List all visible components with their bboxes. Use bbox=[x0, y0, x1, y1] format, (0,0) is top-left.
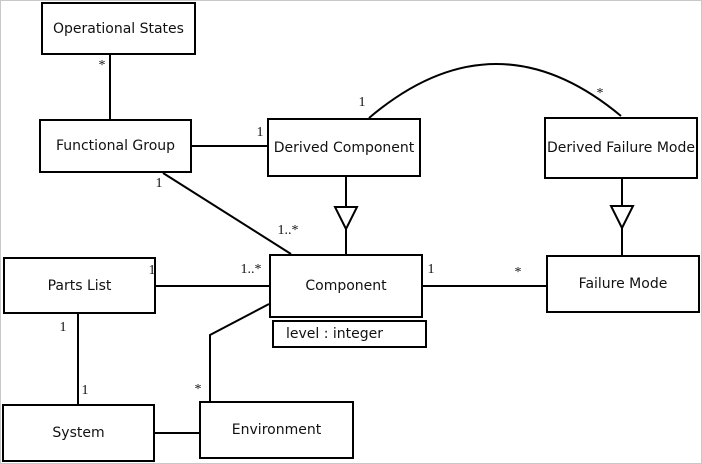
class-label-derived-failure-mode: Derived Failure Mode bbox=[547, 140, 695, 156]
class-label-environment: Environment bbox=[231, 422, 322, 438]
generalization-triangle-derived-failure-mode bbox=[609, 205, 635, 231]
class-attribute-component-level: level : integer bbox=[272, 320, 427, 348]
class-box-failure-mode: Failure Mode bbox=[546, 255, 700, 313]
class-box-parts-list: Parts List bbox=[3, 257, 156, 314]
multiplicity-fg-dc-one: 1 bbox=[256, 125, 264, 140]
multiplicity-os-fg-star: * bbox=[98, 58, 106, 73]
class-box-system: System bbox=[2, 404, 155, 462]
class-label-failure-mode: Failure Mode bbox=[578, 276, 668, 292]
multiplicity-pl-comp-one: 1 bbox=[148, 263, 156, 278]
class-label-component: Component bbox=[305, 278, 387, 294]
class-box-component: Component bbox=[269, 254, 423, 318]
multiplicity-fg-comp-one: 1 bbox=[155, 176, 163, 191]
multiplicity-comp-env-star: * bbox=[194, 382, 202, 397]
association-arc-derived-component-derived-failure-mode bbox=[368, 63, 622, 119]
multiplicity-pl-sys-one-top: 1 bbox=[59, 320, 67, 335]
multiplicity-comp-fm-one: 1 bbox=[427, 262, 435, 277]
class-box-environment: Environment bbox=[199, 401, 354, 459]
class-label-operational-states: Operational States bbox=[53, 20, 184, 37]
multiplicity-pl-comp-many: 1..* bbox=[240, 262, 262, 277]
multiplicity-comp-fm-star: * bbox=[514, 265, 522, 280]
multiplicity-dfm-arc-star: * bbox=[596, 86, 604, 101]
class-label-parts-list: Parts List bbox=[47, 277, 112, 294]
class-box-operational-states: Operational States bbox=[41, 2, 196, 55]
class-label-derived-component: Derived Component bbox=[273, 139, 415, 156]
association-functional-group-component bbox=[162, 172, 292, 255]
generalization-triangle-derived-component bbox=[333, 206, 359, 232]
attribute-label-level-integer: level : integer bbox=[286, 326, 384, 342]
association-component-environment bbox=[209, 303, 270, 401]
class-box-functional-group: Functional Group bbox=[39, 119, 192, 173]
multiplicity-dc-arc-one: 1 bbox=[358, 95, 366, 110]
class-label-functional-group: Functional Group bbox=[55, 138, 176, 154]
class-box-derived-failure-mode: Derived Failure Mode bbox=[544, 117, 698, 179]
multiplicity-fg-comp-many: 1..* bbox=[277, 223, 299, 238]
class-box-derived-component: Derived Component bbox=[267, 118, 421, 177]
class-label-system: System bbox=[52, 425, 105, 441]
multiplicity-pl-sys-one-bottom: 1 bbox=[81, 383, 89, 398]
